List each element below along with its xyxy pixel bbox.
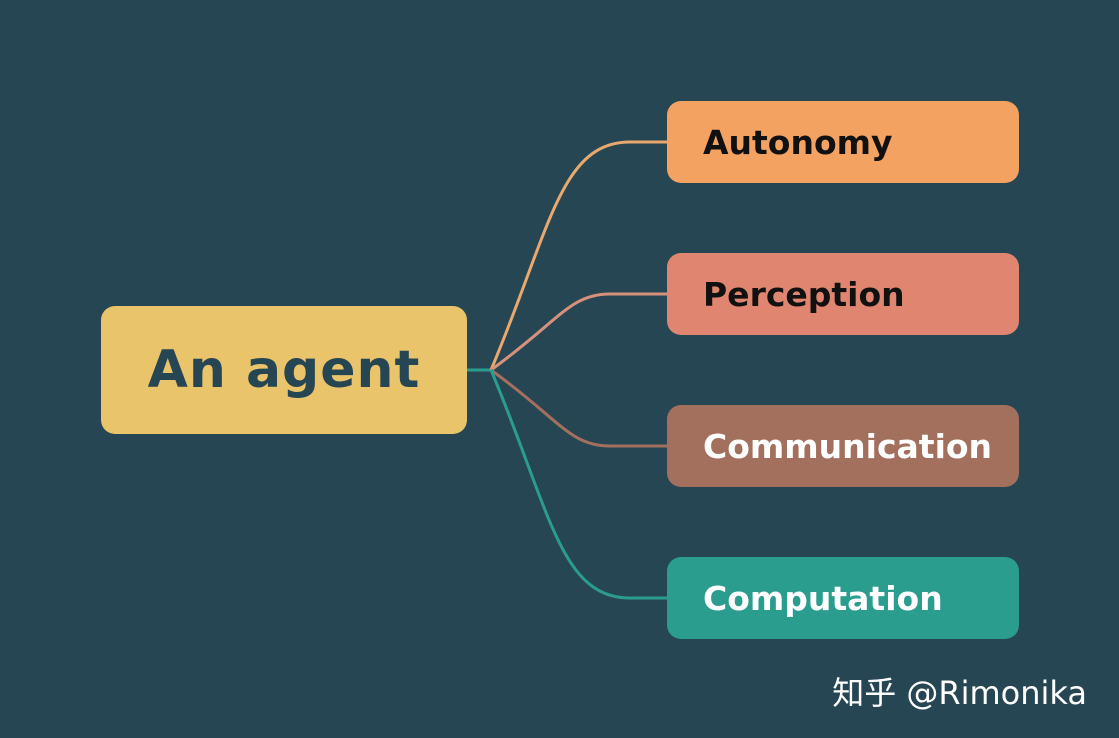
branch-node-communication[interactable]: Communication <box>667 405 1019 487</box>
watermark: 知乎 @Rimonika <box>832 674 1087 712</box>
connector-communication <box>490 368 667 448</box>
connector-perception <box>490 292 667 372</box>
branch-node-label: Communication <box>703 426 993 466</box>
branch-node-label: Computation <box>703 578 943 618</box>
branch-node-computation[interactable]: Computation <box>667 557 1019 639</box>
branch-node-label: Autonomy <box>703 122 893 162</box>
branch-node-autonomy[interactable]: Autonomy <box>667 101 1019 183</box>
connector-computation <box>489 369 667 600</box>
connector-autonomy <box>489 140 667 371</box>
root-node-label: An agent <box>147 340 421 400</box>
root-node[interactable]: An agent <box>101 306 467 434</box>
branch-node-perception[interactable]: Perception <box>667 253 1019 335</box>
branch-node-label: Perception <box>703 274 905 314</box>
